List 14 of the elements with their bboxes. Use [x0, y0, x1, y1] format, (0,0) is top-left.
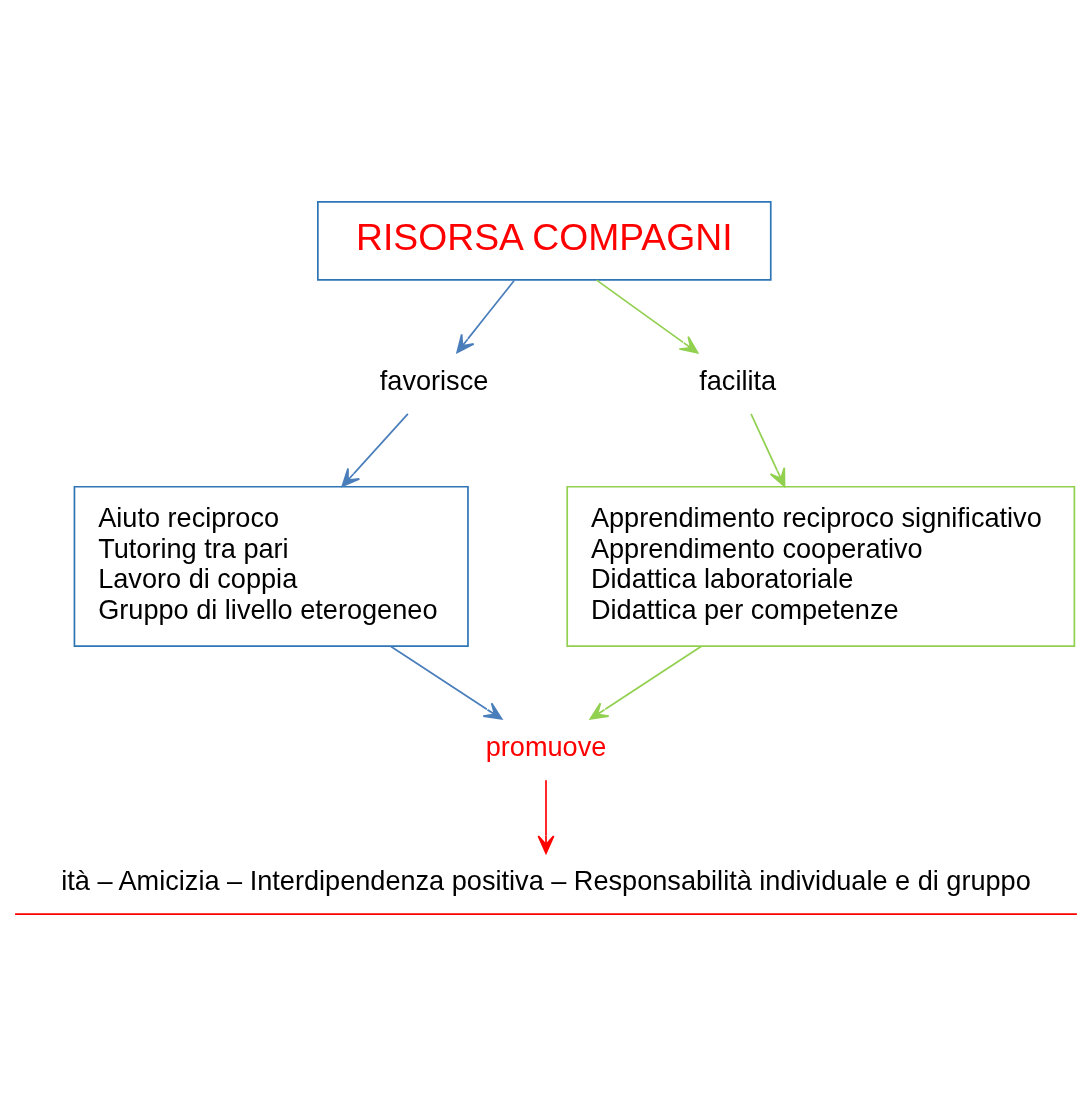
node-box: Apprendimento reciproco significativo Apprendimento cooperativo Didattica laboratoriale Didattica per competenze	[566, 485, 1076, 647]
node-text: promuove	[485, 730, 607, 762]
arrow	[750, 412, 786, 487]
arrow	[390, 645, 503, 720]
arrow	[589, 645, 702, 720]
node-box: RISORSA COMPAGNI	[317, 200, 772, 281]
node-text: facilita	[699, 364, 777, 396]
node-box: Aiuto reciproco Tutoring tra pari Lavoro di coppia Gruppo di livello eterogeneo	[73, 485, 469, 647]
arrow	[456, 279, 516, 353]
arrow	[341, 412, 409, 487]
node-text: ità – Amicizia – Interdipendenza positiva – Responsabilità individuale e di gruppo	[61, 864, 1031, 896]
node-text: favorisce	[379, 364, 489, 396]
arrow	[595, 278, 699, 354]
arrow	[537, 779, 555, 854]
